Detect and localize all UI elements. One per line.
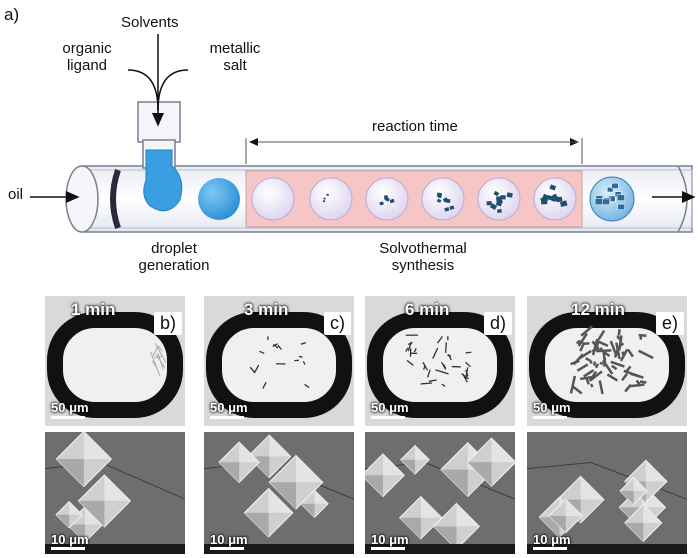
crystal <box>323 197 326 200</box>
crystal <box>617 203 625 210</box>
crystal <box>379 201 384 206</box>
droplet <box>309 177 353 221</box>
crystal <box>486 201 492 206</box>
crystal <box>326 193 330 197</box>
sem-panel-b: 10 μm <box>45 432 185 554</box>
time-label: 1 min <box>71 300 116 319</box>
crystal <box>556 196 563 203</box>
crystal <box>616 194 625 201</box>
salt-curve <box>157 69 189 111</box>
panel-label: e) <box>655 312 684 335</box>
scale-label: 10 μm <box>371 532 409 547</box>
scale-bar <box>533 547 567 550</box>
t-junction-inlet <box>137 101 183 212</box>
crystal <box>602 198 610 205</box>
droplet-generation-label: droplet generation <box>138 240 210 274</box>
time-label: 12 min <box>571 300 625 319</box>
crystal <box>389 198 395 204</box>
scale-label: 50 μm <box>371 400 409 415</box>
crystal <box>489 203 498 210</box>
crystal <box>495 200 503 207</box>
scale-bar <box>210 547 244 550</box>
crystal <box>436 198 442 203</box>
crystal <box>449 205 455 210</box>
crystal <box>493 190 500 197</box>
scale-label: 50 μm <box>210 400 248 415</box>
crystal <box>611 182 619 189</box>
optical-panel-b: 1 min b) 50 μm <box>45 296 185 426</box>
scale-label: 50 μm <box>51 400 89 415</box>
scale-bar <box>533 416 567 419</box>
crystal <box>607 187 614 193</box>
crystal <box>506 192 513 198</box>
crystal <box>542 193 550 201</box>
droplet <box>251 177 295 221</box>
solvents-label: Solvents <box>121 14 179 31</box>
oil-label: oil <box>8 186 24 203</box>
crystal <box>436 192 443 198</box>
crystal <box>500 195 506 200</box>
crystal <box>445 198 451 204</box>
panel-label: b) <box>153 312 182 335</box>
crystal <box>444 207 450 212</box>
scale-bar <box>51 416 85 419</box>
crystal <box>495 196 502 201</box>
scale-bar <box>371 416 405 419</box>
crystal <box>594 198 603 206</box>
crystal <box>384 196 390 202</box>
panel-label: d) <box>483 312 512 335</box>
crystal <box>559 200 568 207</box>
panel-label: c) <box>324 312 351 335</box>
sem-panel-d: 10 μm <box>365 432 515 554</box>
time-label: 3 min <box>244 300 289 319</box>
scale-label: 10 μm <box>210 532 248 547</box>
optical-panel-d: 6 min d) 50 μm <box>365 296 515 426</box>
crystal <box>497 208 502 214</box>
scale-bar <box>371 547 405 550</box>
droplet <box>198 178 240 220</box>
droplet <box>421 177 465 221</box>
scale-label: 10 μm <box>533 532 571 547</box>
time-label: 6 min <box>405 300 450 319</box>
reaction-time-bracket <box>245 138 583 164</box>
optical-panel-c: 3 min c) 50 μm <box>204 296 354 426</box>
crystal <box>549 184 557 191</box>
scale-bar <box>51 547 85 550</box>
reaction-time-label: reaction time <box>372 118 458 135</box>
sem-panel-c: 10 μm <box>204 432 354 554</box>
organic-ligand-label: organic ligand <box>62 40 112 74</box>
solvothermal-synthesis-label: Solvothermal synthesis <box>379 240 467 274</box>
scale-label: 10 μm <box>51 532 89 547</box>
optical-panel-e: 12 min e) 50 μm <box>527 296 687 426</box>
reaction-zone <box>245 170 583 228</box>
scale-bar <box>210 416 244 419</box>
metallic-salt-label: metallic salt <box>209 40 261 74</box>
sem-panel-e: 10 μm <box>527 432 687 554</box>
crystal <box>322 200 326 203</box>
scale-label: 50 μm <box>533 400 571 415</box>
microfluidic-schematic <box>30 34 696 233</box>
panel-a-label: a) <box>4 5 20 24</box>
